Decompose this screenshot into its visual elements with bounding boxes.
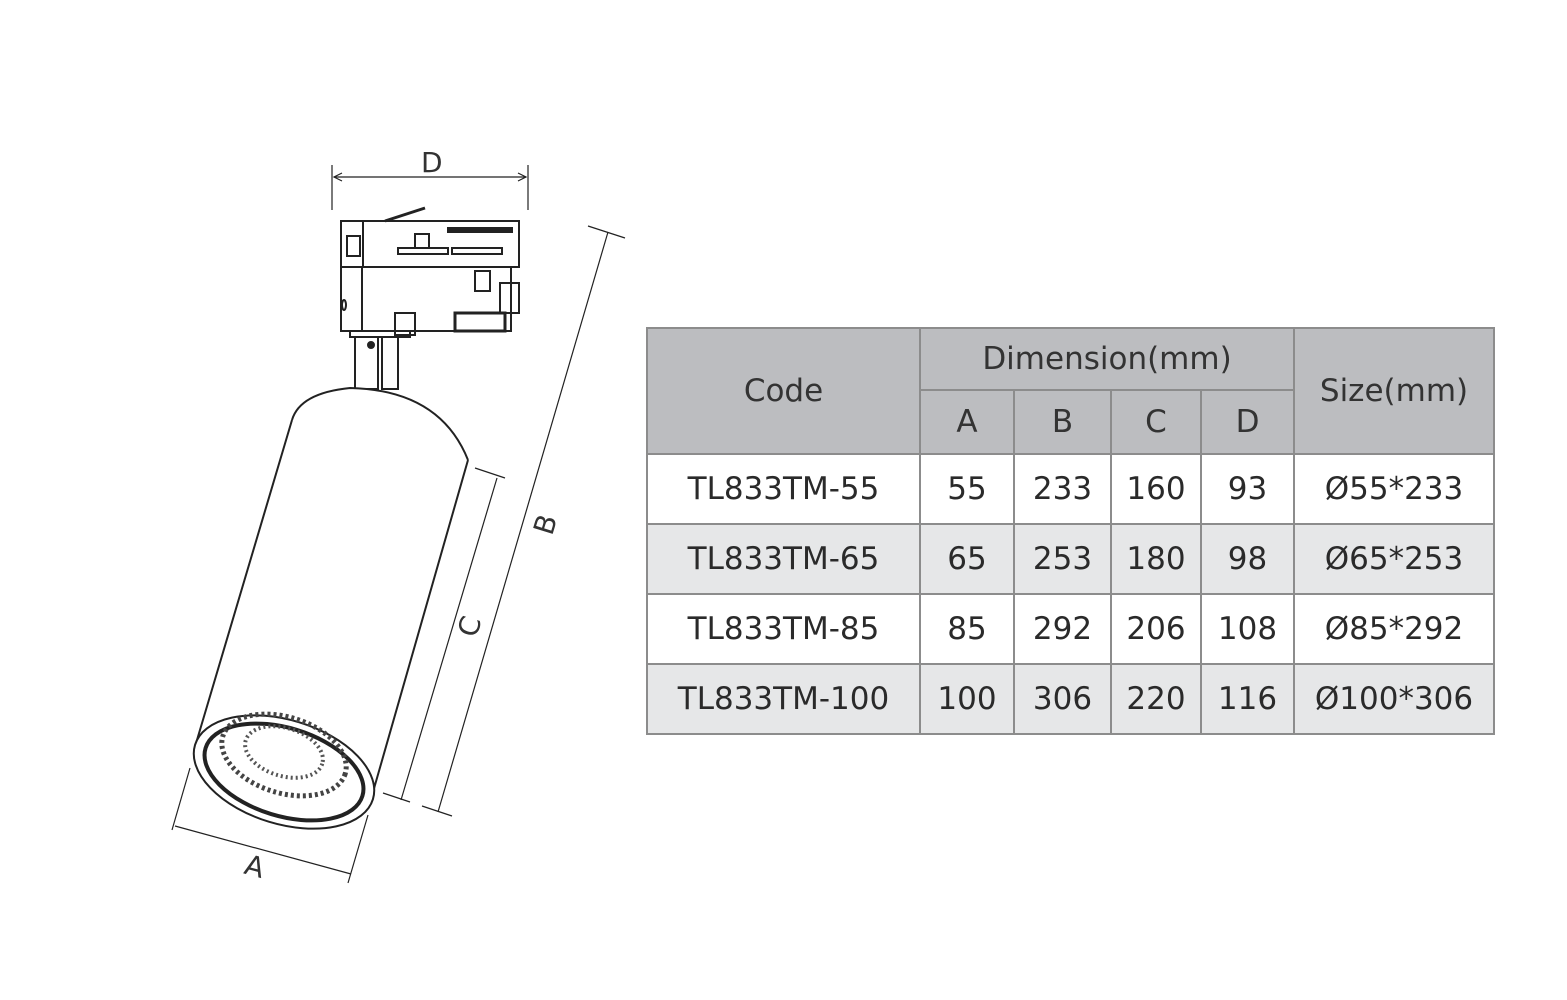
- table-row: TL833TM-55 55 233 160 93 Ø55*233: [646, 453, 1495, 525]
- header-b: B: [1013, 389, 1112, 455]
- header-size: Size(mm): [1293, 327, 1495, 455]
- cell-b: 306: [1013, 663, 1112, 735]
- spotlight-drawing: [171, 165, 626, 884]
- cell-d: 108: [1200, 593, 1295, 665]
- cell-b: 233: [1013, 453, 1112, 525]
- dimension-table: Code Dimension(mm) Size(mm) A B C D TL83…: [646, 326, 1495, 735]
- header-a: A: [919, 389, 1015, 455]
- cell-code: TL833TM-65: [646, 523, 921, 595]
- cell-d: 116: [1200, 663, 1295, 735]
- header-d: D: [1200, 389, 1295, 455]
- cell-c: 206: [1110, 593, 1202, 665]
- cylinder-body: [192, 386, 469, 830]
- cell-c: 160: [1110, 453, 1202, 525]
- cell-c: 180: [1110, 523, 1202, 595]
- cell-a: 55: [919, 453, 1015, 525]
- header-dimension: Dimension(mm): [919, 326, 1295, 392]
- table-row: TL833TM-85 85 292 206 108 Ø85*292: [646, 593, 1495, 665]
- cell-size: Ø55*233: [1293, 453, 1495, 525]
- cell-size: Ø65*253: [1293, 523, 1495, 595]
- cell-a: 65: [919, 523, 1015, 595]
- cell-d: 98: [1200, 523, 1295, 595]
- cell-code: TL833TM-55: [646, 453, 921, 525]
- cell-b: 253: [1013, 523, 1112, 595]
- cell-code: TL833TM-85: [646, 593, 921, 665]
- cell-b: 292: [1013, 593, 1112, 665]
- cell-c: 220: [1110, 663, 1202, 735]
- cell-size: Ø85*292: [1293, 593, 1495, 665]
- dimension-label-d: D: [421, 146, 443, 179]
- dimension-lines: [171, 165, 626, 884]
- header-code: Code: [646, 327, 921, 455]
- cell-a: 100: [919, 663, 1015, 735]
- cell-size: Ø100*306: [1293, 663, 1495, 735]
- track-adapter: [340, 206, 520, 390]
- table-row: TL833TM-65 65 253 180 98 Ø65*253: [646, 523, 1495, 595]
- cell-d: 93: [1200, 453, 1295, 525]
- table-row: TL833TM-100 100 306 220 116 Ø100*306: [646, 663, 1495, 735]
- cell-code: TL833TM-100: [646, 663, 921, 735]
- cell-a: 85: [919, 593, 1015, 665]
- header-c: C: [1110, 389, 1202, 455]
